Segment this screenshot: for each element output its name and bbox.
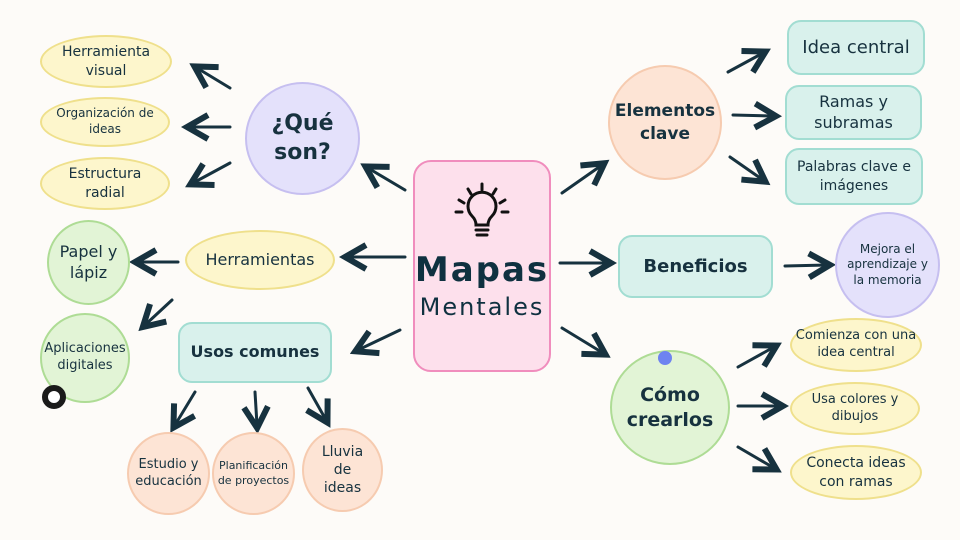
center-node[interactable]: Mapas Mentales	[413, 160, 551, 372]
node-que-son[interactable]: ¿Qué son?	[245, 82, 360, 195]
node-elementos-clave[interactable]: Elementos clave	[608, 65, 722, 180]
node-usa-colores[interactable]: Usa colores y dibujos	[790, 382, 920, 435]
node-idea-central[interactable]: Idea central	[787, 20, 925, 75]
node-organizacion-ideas[interactable]: Organización de ideas	[40, 97, 170, 147]
center-title: Mapas	[414, 250, 550, 290]
node-mejora-aprendizaje[interactable]: Mejora el aprendizaje y la memoria	[835, 212, 940, 318]
node-planificacion-proyectos[interactable]: Planificación de proyectos	[212, 432, 295, 515]
node-herramientas[interactable]: Herramientas	[185, 230, 335, 290]
blue-dot-marker	[658, 351, 672, 365]
node-usos-comunes[interactable]: Usos comunes	[178, 322, 332, 383]
node-comienza-idea[interactable]: Comienza con una idea central	[790, 318, 922, 372]
node-como-crearlos[interactable]: Cómo crearlos	[610, 350, 730, 465]
node-conecta-ideas[interactable]: Conecta ideas con ramas	[790, 445, 922, 500]
node-beneficios[interactable]: Beneficios	[618, 235, 773, 298]
node-herramienta-visual[interactable]: Herramienta visual	[40, 35, 172, 88]
node-estructura-radial[interactable]: Estructura radial	[40, 157, 170, 210]
node-estudio-educacion[interactable]: Estudio y educación	[127, 432, 210, 515]
node-lluvia-ideas[interactable]: Lluvia de ideas	[302, 428, 383, 512]
center-subtitle: Mentales	[419, 293, 545, 322]
cursor-ring-icon	[42, 385, 66, 409]
lightbulb-icon	[454, 182, 510, 237]
node-palabras-clave[interactable]: Palabras clave e imágenes	[785, 148, 923, 205]
node-ramas-subramas[interactable]: Ramas y subramas	[785, 85, 922, 140]
node-papel-lapiz[interactable]: Papel y lápiz	[47, 220, 130, 305]
